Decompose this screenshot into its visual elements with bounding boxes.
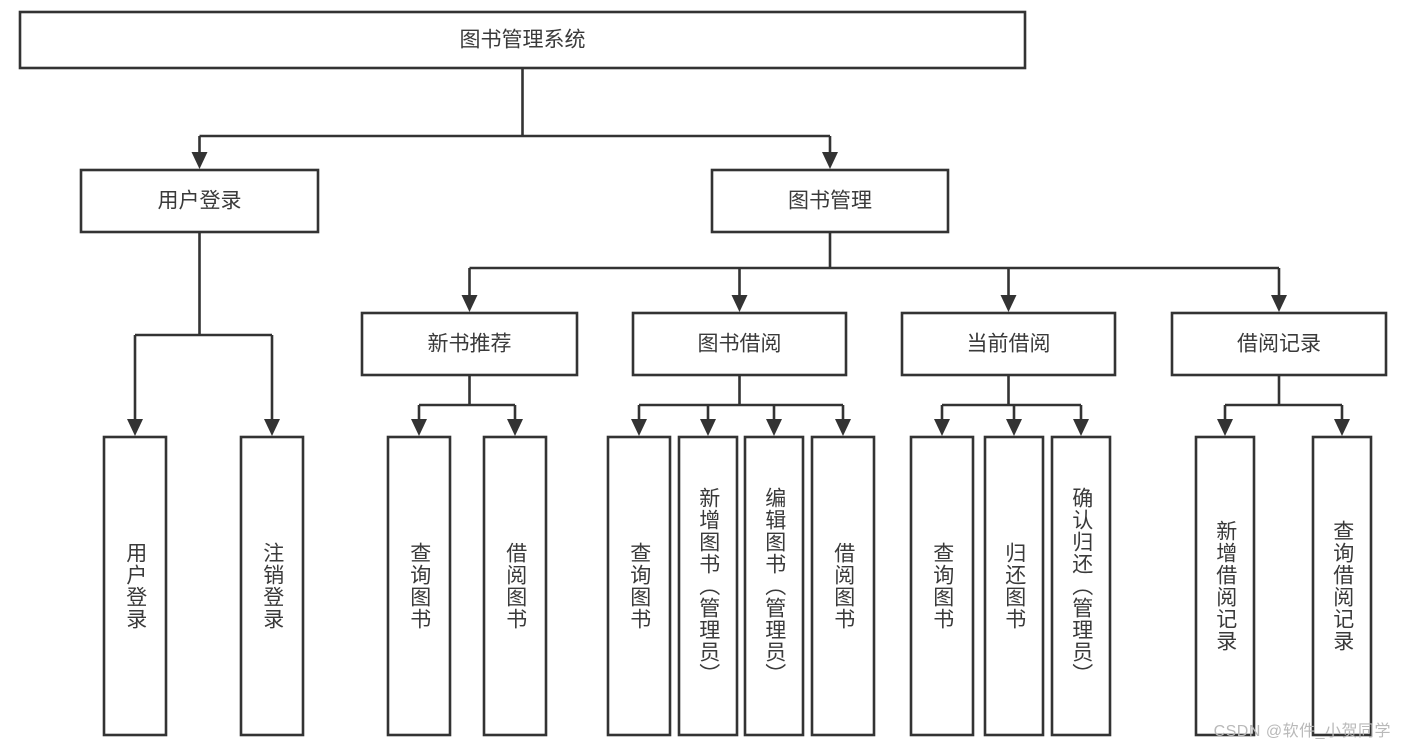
- node-box-book-management[interactable]: [710, 168, 950, 234]
- connector-edge-newbook-bus: [411, 375, 523, 436]
- node-label-leaf-edit-book-admin: 编辑图书（管理员）: [762, 487, 786, 685]
- connector-edge-currentborrow-bus: [934, 375, 1089, 436]
- node-box-borrow-record[interactable]: [1170, 311, 1388, 377]
- node-label-leaf-query-borrow-record: 查询借阅记录: [1330, 520, 1354, 652]
- connector-edge-bookborrow-bus: [631, 375, 851, 436]
- node-box-user-login[interactable]: [79, 168, 320, 234]
- node-label-leaf-query-book-borrow: 查询图书: [627, 542, 651, 630]
- node-label-leaf-borrow-book-rec: 借阅图书: [503, 542, 527, 630]
- node-label-current-borrow: 当前借阅: [967, 333, 1051, 356]
- node-leaf-logout-login[interactable]: 注销登录: [239, 435, 305, 737]
- node-box-leaf-edit-book-admin[interactable]: [743, 435, 805, 737]
- node-box-leaf-add-book-admin[interactable]: [677, 435, 739, 737]
- node-label-leaf-query-book-current: 查询图书: [930, 542, 954, 630]
- node-box-leaf-return-book[interactable]: [983, 435, 1045, 737]
- node-leaf-query-book-borrow[interactable]: 查询图书: [606, 435, 672, 737]
- node-leaf-borrow-book[interactable]: 借阅图书: [810, 435, 876, 737]
- connector-edge-root-bus: [191, 68, 838, 169]
- node-leaf-query-book-rec[interactable]: 查询图书: [386, 435, 452, 737]
- node-user-login[interactable]: 用户登录: [79, 168, 320, 234]
- node-label-root: 图书管理系统: [460, 29, 586, 52]
- node-leaf-edit-book-admin[interactable]: 编辑图书（管理员）: [743, 435, 805, 737]
- node-box-leaf-borrow-book-rec[interactable]: [482, 435, 548, 737]
- node-label-container-leaf-query-book-rec: 查询图书: [407, 542, 431, 630]
- node-borrow-record[interactable]: 借阅记录: [1170, 311, 1388, 377]
- node-label-leaf-add-borrow-record: 新增借阅记录: [1213, 520, 1237, 652]
- node-leaf-query-book-current[interactable]: 查询图书: [909, 435, 975, 737]
- node-label-container-leaf-confirm-return-admin: 确认归还（管理员）: [1069, 487, 1093, 685]
- node-label-new-book-recommend: 新书推荐: [428, 333, 512, 356]
- node-label-container-leaf-user-login: 用户登录: [123, 542, 147, 630]
- node-label-leaf-query-book-rec: 查询图书: [407, 542, 431, 630]
- node-label-leaf-user-login: 用户登录: [123, 542, 147, 630]
- node-label-book-borrow: 图书借阅: [698, 333, 782, 356]
- node-label-container-leaf-query-book-borrow: 查询图书: [627, 542, 651, 630]
- node-new-book-recommend[interactable]: 新书推荐: [360, 311, 579, 377]
- node-label-leaf-add-book-admin: 新增图书（管理员）: [696, 487, 720, 685]
- node-label-container-leaf-return-book: 归还图书: [1002, 542, 1026, 630]
- connector-edge-bookmgmt-bus: [461, 232, 1287, 312]
- node-box-current-borrow[interactable]: [900, 311, 1117, 377]
- node-label-container-leaf-edit-book-admin: 编辑图书（管理员）: [762, 487, 786, 685]
- node-label-leaf-confirm-return-admin: 确认归还（管理员）: [1069, 487, 1093, 685]
- connector-edge-borrowrecord-bus: [1217, 375, 1350, 436]
- node-leaf-return-book[interactable]: 归还图书: [983, 435, 1045, 737]
- node-label-container-leaf-borrow-book: 借阅图书: [831, 542, 855, 630]
- node-box-leaf-query-book-borrow[interactable]: [606, 435, 672, 737]
- node-label-user-login: 用户登录: [158, 190, 242, 213]
- node-label-container-leaf-query-book-current: 查询图书: [930, 542, 954, 630]
- node-box-root[interactable]: [18, 10, 1027, 70]
- node-label-container-leaf-query-borrow-record: 查询借阅记录: [1330, 520, 1354, 652]
- node-leaf-query-borrow-record[interactable]: 查询借阅记录: [1311, 435, 1373, 737]
- node-label-leaf-logout-login: 注销登录: [260, 542, 284, 630]
- node-label-container-leaf-borrow-book-rec: 借阅图书: [503, 542, 527, 630]
- node-current-borrow[interactable]: 当前借阅: [900, 311, 1117, 377]
- node-book-borrow[interactable]: 图书借阅: [631, 311, 848, 377]
- node-root[interactable]: 图书管理系统: [18, 10, 1027, 70]
- node-book-management[interactable]: 图书管理: [710, 168, 950, 234]
- node-box-leaf-logout-login[interactable]: [239, 435, 305, 737]
- node-box-leaf-query-borrow-record[interactable]: [1311, 435, 1373, 737]
- node-label-container-leaf-add-borrow-record: 新增借阅记录: [1213, 520, 1237, 652]
- node-box-book-borrow[interactable]: [631, 311, 848, 377]
- node-label-leaf-return-book: 归还图书: [1002, 542, 1026, 630]
- node-label-book-management: 图书管理: [788, 190, 872, 213]
- node-label-leaf-borrow-book: 借阅图书: [831, 542, 855, 630]
- node-box-leaf-confirm-return-admin[interactable]: [1050, 435, 1112, 737]
- node-leaf-confirm-return-admin[interactable]: 确认归还（管理员）: [1050, 435, 1112, 737]
- node-label-container-leaf-add-book-admin: 新增图书（管理员）: [696, 487, 720, 685]
- node-leaf-add-borrow-record[interactable]: 新增借阅记录: [1194, 435, 1256, 737]
- nodes-layer: 图书管理系统用户登录图书管理新书推荐图书借阅当前借阅借阅记录用户登录注销登录查询…: [18, 10, 1388, 737]
- node-leaf-user-login[interactable]: 用户登录: [102, 435, 168, 737]
- node-label-borrow-record: 借阅记录: [1237, 333, 1321, 356]
- node-leaf-add-book-admin[interactable]: 新增图书（管理员）: [677, 435, 739, 737]
- node-box-leaf-borrow-book[interactable]: [810, 435, 876, 737]
- node-box-new-book-recommend[interactable]: [360, 311, 579, 377]
- connector-edge-user-login-bus: [127, 232, 280, 436]
- edges-layer: [127, 68, 1350, 436]
- node-leaf-borrow-book-rec[interactable]: 借阅图书: [482, 435, 548, 737]
- node-box-leaf-query-book-current[interactable]: [909, 435, 975, 737]
- node-label-container-leaf-logout-login: 注销登录: [260, 542, 284, 630]
- node-box-leaf-add-borrow-record[interactable]: [1194, 435, 1256, 737]
- node-box-leaf-query-book-rec[interactable]: [386, 435, 452, 737]
- node-box-leaf-user-login[interactable]: [102, 435, 168, 737]
